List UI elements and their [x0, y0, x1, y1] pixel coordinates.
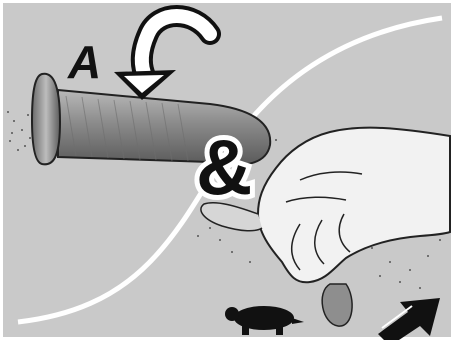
step-letter-label: A — [67, 36, 101, 88]
handle-end-cap — [32, 74, 60, 165]
conjunction-symbol: & — [196, 123, 252, 211]
